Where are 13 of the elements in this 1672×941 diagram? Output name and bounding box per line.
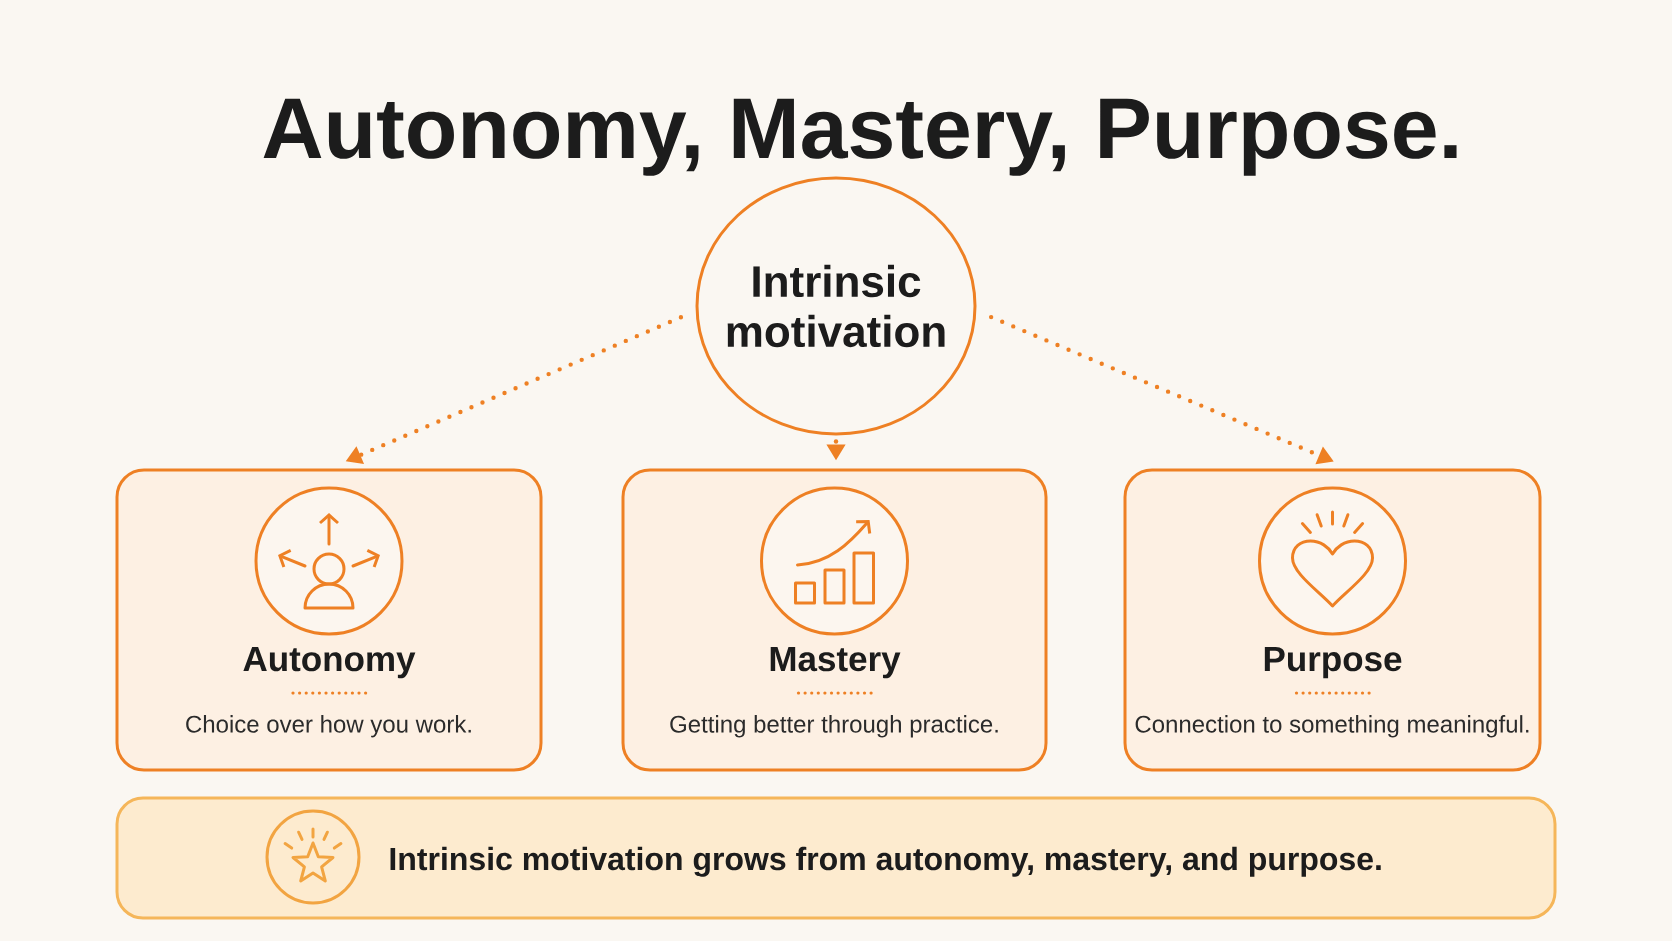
title: Autonomy, Mastery, Purpose. [263,98,1457,176]
circle-node: Intrinsic motivation [695,176,977,436]
card-title: Purpose [1264,646,1402,679]
card [115,468,543,772]
card-title: Autonomy [243,646,416,679]
card-title: Mastery [770,646,901,679]
card [621,468,1048,772]
banner-text: Intrinsic motivation grows from autonomy, mastery, and purpose. [390,846,1381,877]
card-text: Getting better through practice. [670,715,998,738]
card-text: Connection to something meaningful. [1135,715,1529,738]
card-text: Choice over how you work. [186,715,471,738]
card [1123,468,1542,772]
banner [115,796,1557,920]
